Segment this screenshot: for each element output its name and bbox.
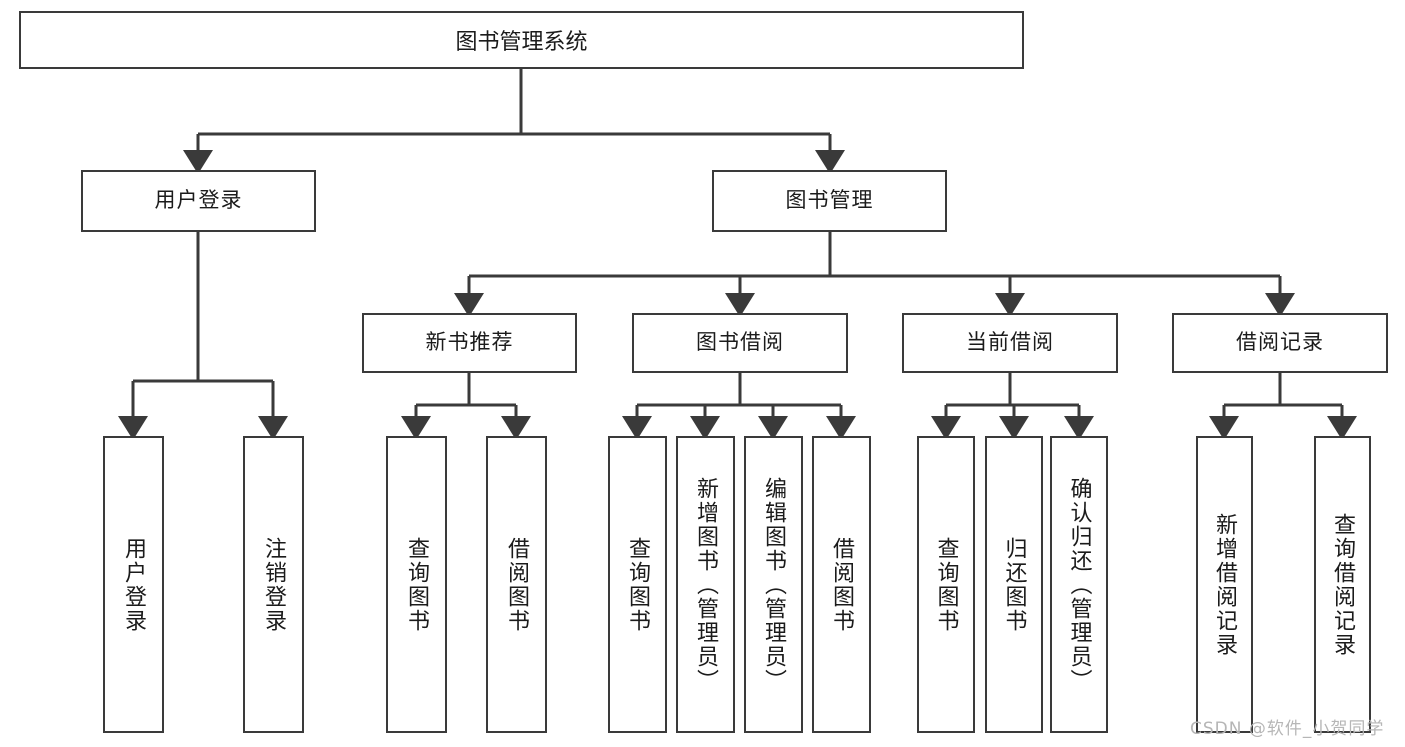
leaf-recommend-borrow-book[interactable]: 借阅图书 [486,436,547,733]
node-current-borrow[interactable]: 当前借阅 [902,313,1118,373]
leaf-borrow-edit-book-admin[interactable]: 编辑图书（管理员） [744,436,803,733]
leaf-user-logout[interactable]: 注销登录 [243,436,304,733]
node-borrow-record[interactable]: 借阅记录 [1172,313,1388,373]
leaf-recommend-query-book[interactable]: 查询图书 [386,436,447,733]
node-root-book-management-system[interactable]: 图书管理系统 [19,11,1024,69]
node-book-borrow[interactable]: 图书借阅 [632,313,848,373]
leaf-record-add-record[interactable]: 新增借阅记录 [1196,436,1253,733]
node-new-book-recommend[interactable]: 新书推荐 [362,313,577,373]
leaf-current-confirm-return-admin[interactable]: 确认归还（管理员） [1050,436,1108,733]
leaf-current-query-book[interactable]: 查询图书 [917,436,975,733]
leaf-borrow-borrow-book[interactable]: 借阅图书 [812,436,871,733]
leaf-borrow-add-book-admin[interactable]: 新增图书（管理员） [676,436,735,733]
node-book-management[interactable]: 图书管理 [712,170,947,232]
leaf-borrow-query-book[interactable]: 查询图书 [608,436,667,733]
node-user-login[interactable]: 用户登录 [81,170,316,232]
watermark: CSDN @软件_小贺同学 [1190,719,1385,739]
leaf-record-query-record[interactable]: 查询借阅记录 [1314,436,1371,733]
leaf-user-login[interactable]: 用户登录 [103,436,164,733]
leaf-current-return-book[interactable]: 归还图书 [985,436,1043,733]
